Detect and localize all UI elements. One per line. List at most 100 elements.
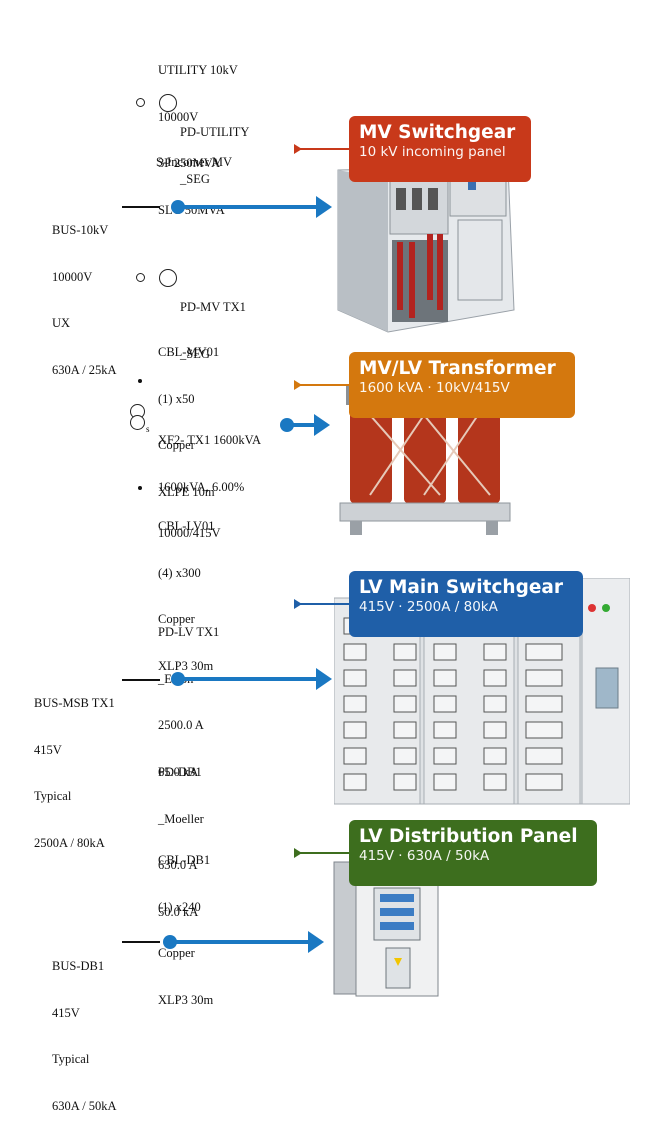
callout-title: LV Distribution Panel	[359, 826, 578, 847]
junction-dot	[138, 486, 142, 490]
switchgear-module	[483, 773, 507, 791]
mv-switchgear-illustration	[337, 165, 515, 333]
pd-mv-tx1-line: PD-MV TX1	[180, 300, 246, 314]
callout-title: MV Switchgear	[359, 122, 516, 143]
protective-device-symbol	[159, 269, 177, 287]
switchgear-module	[483, 721, 507, 739]
transformer-winding-icon	[130, 415, 145, 430]
transformer-arrow	[280, 414, 330, 436]
switchgear-module	[433, 643, 457, 661]
lv-main-switchgear-callout: LV Main Switchgear 415V · 2500A / 80kA	[349, 571, 583, 637]
junction-dot	[138, 379, 142, 383]
switchgear-module	[343, 695, 367, 713]
cbl-lv01-line: (4) x300	[158, 565, 201, 580]
cbl-db1-line: Copper	[158, 946, 195, 960]
bus-10kv-line: UX	[52, 316, 71, 330]
switchgear-module	[525, 773, 563, 791]
lv-dist-leader	[294, 848, 350, 858]
bus-10kv-arrow	[171, 196, 332, 218]
bus-msb-tx1-line: 415V	[34, 742, 62, 757]
bus-db1-line: Typical	[52, 1052, 90, 1066]
bus-msb-arrow	[171, 668, 332, 690]
transformer-callout: MV/LV Transformer 1600 kVA · 10kV/415V	[349, 352, 575, 418]
transformer-leader	[294, 380, 350, 390]
cbl-mv01-line: XLPE 10m	[158, 484, 215, 499]
switchgear-module	[393, 695, 417, 713]
callout-subtitle: 415V · 2500A / 80kA	[359, 599, 498, 615]
cbl-db1-line: CBL-DB1	[158, 853, 211, 867]
lv-distribution-callout: LV Distribution Panel 415V · 630A / 50kA	[349, 820, 597, 886]
switchgear-module	[433, 721, 457, 739]
switchgear-module	[525, 747, 563, 765]
callout-subtitle: 1600 kVA · 10kV/415V	[359, 380, 510, 396]
switchgear-module	[343, 643, 367, 661]
cbl-mv01-label: CBL-MV01 (1) x50 Copper XLPE 10m	[158, 314, 219, 516]
cbl-mv01-line: CBL-MV01	[158, 345, 220, 359]
pd-mv-tx1-line: _SEG	[180, 346, 210, 361]
cbl-db1-line: (1) x240	[158, 899, 201, 914]
bus-msb-tx1-line: BUS-MSB TX1	[34, 696, 115, 710]
bus-db1-arrow	[163, 931, 324, 953]
switchgear-module	[433, 695, 457, 713]
cbl-lv01-label: CBL-LV01 (4) x300 Copper XLP3 30m	[158, 488, 215, 690]
switchgear-module	[525, 669, 563, 687]
callout-subtitle: 415V · 630A / 50kA	[359, 848, 490, 864]
switchgear-module	[393, 747, 417, 765]
mv-switchgear-callout: MV Switchgear 10 kV incoming panel	[349, 116, 531, 182]
switchgear-module	[343, 669, 367, 687]
pd-db1-line: 50.0 kA	[158, 904, 199, 919]
switchgear-module	[483, 695, 507, 713]
switchgear-module	[343, 721, 367, 739]
utility-line: UTILITY 10kV	[158, 63, 238, 77]
switchgear-module	[433, 669, 457, 687]
cbl-lv01-line: Copper	[158, 612, 195, 626]
cbl-mv01-line: (1) x50	[158, 391, 195, 406]
switchgear-module	[433, 747, 457, 765]
pd-lv-tx1-line: 65.0 kA	[158, 764, 199, 779]
bus-msb-tx1-label: BUS-MSB TX1 415V Typical 2500A / 80kA	[34, 665, 115, 867]
bus-msb-bar	[122, 679, 160, 681]
switchgear-module	[393, 773, 417, 791]
bus-10kv-label: BUS-10kV 10000V UX 630A / 25kA	[52, 192, 117, 394]
bus-10kv-line: BUS-10kV	[52, 223, 109, 237]
pd-db1-label: PD-DB1 _Moeller 630.0 A 50.0 kA	[158, 734, 204, 936]
pd-utility-line: _SEG	[180, 171, 210, 186]
callout-subtitle: 10 kV incoming panel	[359, 144, 506, 160]
lv-main-leader	[294, 599, 350, 609]
xf2-tx1-line: 10000/415V	[158, 526, 221, 540]
pd-db1-line: _Moeller	[158, 811, 204, 826]
xf2-tx1-label: XF2- TX1 1600kVA 1600kVA, 6.00% 10000/41…	[158, 402, 261, 557]
cbl-lv01-line: XLP3 30m	[158, 658, 214, 673]
bus-db1-line: 415V	[52, 1005, 80, 1020]
utility-line: 10000V	[158, 109, 199, 124]
switchgear-module	[393, 721, 417, 739]
transformer-sub-mark: s	[146, 424, 150, 434]
switchgear-module	[483, 747, 507, 765]
switchgear-module	[525, 643, 563, 661]
bus-msb-tx1-line: Typical	[34, 789, 72, 803]
bus-10kv-bar	[122, 206, 160, 208]
cbl-db1-line: XLP3 30m	[158, 992, 214, 1007]
pd-utility-label: PD-UTILITY _SEG	[180, 94, 249, 203]
switchgear-module	[525, 721, 563, 739]
bus-msb-tx1-line: 2500A / 80kA	[34, 835, 105, 850]
cbl-lv01-line: CBL-LV01	[158, 519, 215, 533]
small-circle-symbol	[136, 273, 145, 282]
pd-db1-line: PD-DB1	[158, 765, 202, 779]
pd-lv-tx1-line: PD-LV TX1	[158, 625, 220, 639]
callout-title: LV Main Switchgear	[359, 577, 563, 598]
pd-utility-line: PD-UTILITY	[180, 125, 250, 139]
switchgear-module	[433, 773, 457, 791]
bus-10kv-line: 630A / 25kA	[52, 362, 117, 377]
pd-mv-tx1-label: PD-MV TX1 _SEG	[180, 269, 246, 378]
xf2-tx1-line: 1600kVA, 6.00%	[158, 479, 245, 494]
switchgear-module	[393, 643, 417, 661]
cbl-mv01-line: Copper	[158, 438, 195, 452]
utility-line: 3P 250MVA	[158, 156, 221, 170]
switchgear-module	[343, 773, 367, 791]
cbl-db1-label: CBL-DB1 (1) x240 Copper XLP3 30m	[158, 822, 213, 1024]
pd-db1-line: 630.0 A	[158, 858, 198, 872]
bus-db1-line: BUS-DB1	[52, 959, 105, 973]
callout-title: MV/LV Transformer	[359, 358, 556, 379]
xf2-tx1-line: XF2- TX1 1600kVA	[158, 433, 262, 447]
